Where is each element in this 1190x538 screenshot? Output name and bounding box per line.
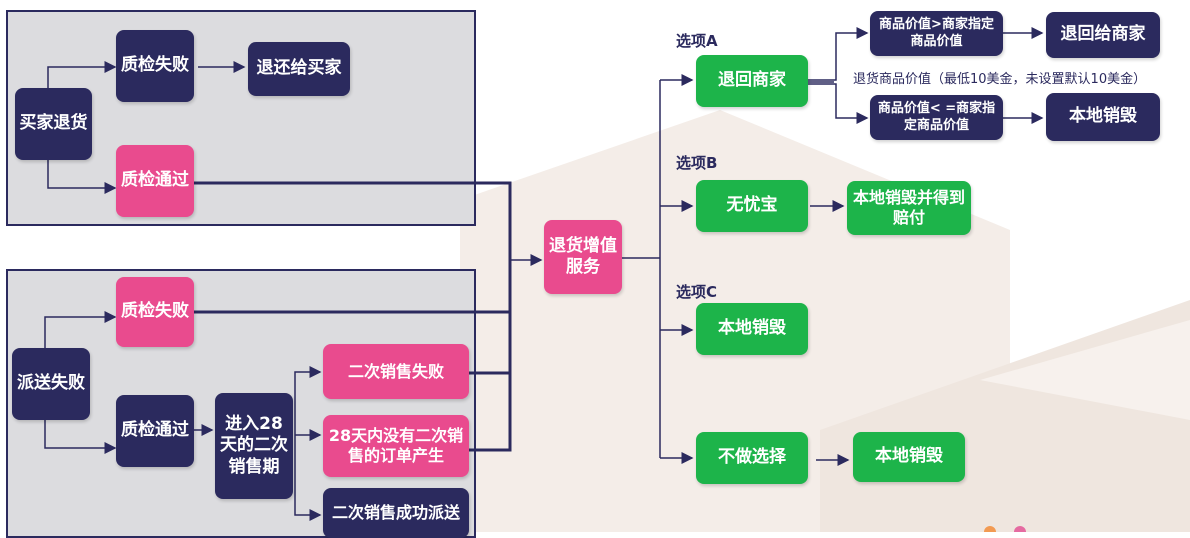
resale-period-node: 进入28天的二次销售期 xyxy=(215,393,293,499)
qc-pass-node: 质检通过 xyxy=(116,145,194,217)
no-resale-order-node: 28天内没有二次销售的订单产生 xyxy=(323,415,469,477)
resale-fail-node: 二次销售失败 xyxy=(323,344,469,399)
return-to-buyer-node: 退还给买家 xyxy=(248,42,350,96)
value-less-equal-condition: 商品价值< =商家指定商品价值 xyxy=(870,95,1003,140)
option-b-label: 选项B xyxy=(676,154,718,172)
local-destroy-node-c: 本地销毁 xyxy=(696,303,808,355)
buyer-return-node: 买家退货 xyxy=(15,88,92,160)
option-a-label: 选项A xyxy=(676,32,718,50)
resale-success-node: 二次销售成功派送 xyxy=(323,488,469,538)
return-to-merchant-node: 退回商家 xyxy=(696,55,808,107)
value-greater-condition: 商品价值>商家指定商品价值 xyxy=(870,11,1003,56)
destroy-with-compensation-node: 本地销毁并得到赔付 xyxy=(847,181,971,235)
qc-fail-node: 质检失败 xyxy=(116,30,194,102)
delivery-fail-node: 派送失败 xyxy=(12,348,90,420)
qc-pass-node-2: 质检通过 xyxy=(116,395,194,467)
value-note: 退货商品价值（最低10美金，未设置默认10美金） xyxy=(853,72,1147,87)
worry-free-node: 无忧宝 xyxy=(696,180,808,232)
return-to-merchant-result: 退回给商家 xyxy=(1046,12,1160,58)
option-c-label: 选项C xyxy=(676,283,718,301)
qc-fail-node-2: 质检失败 xyxy=(116,277,194,347)
local-destroy-result-a: 本地销毁 xyxy=(1046,93,1160,141)
no-choice-node: 不做选择 xyxy=(696,432,808,484)
return-value-service-node: 退货增值服务 xyxy=(544,220,622,294)
local-destroy-node-default: 本地销毁 xyxy=(853,432,965,482)
